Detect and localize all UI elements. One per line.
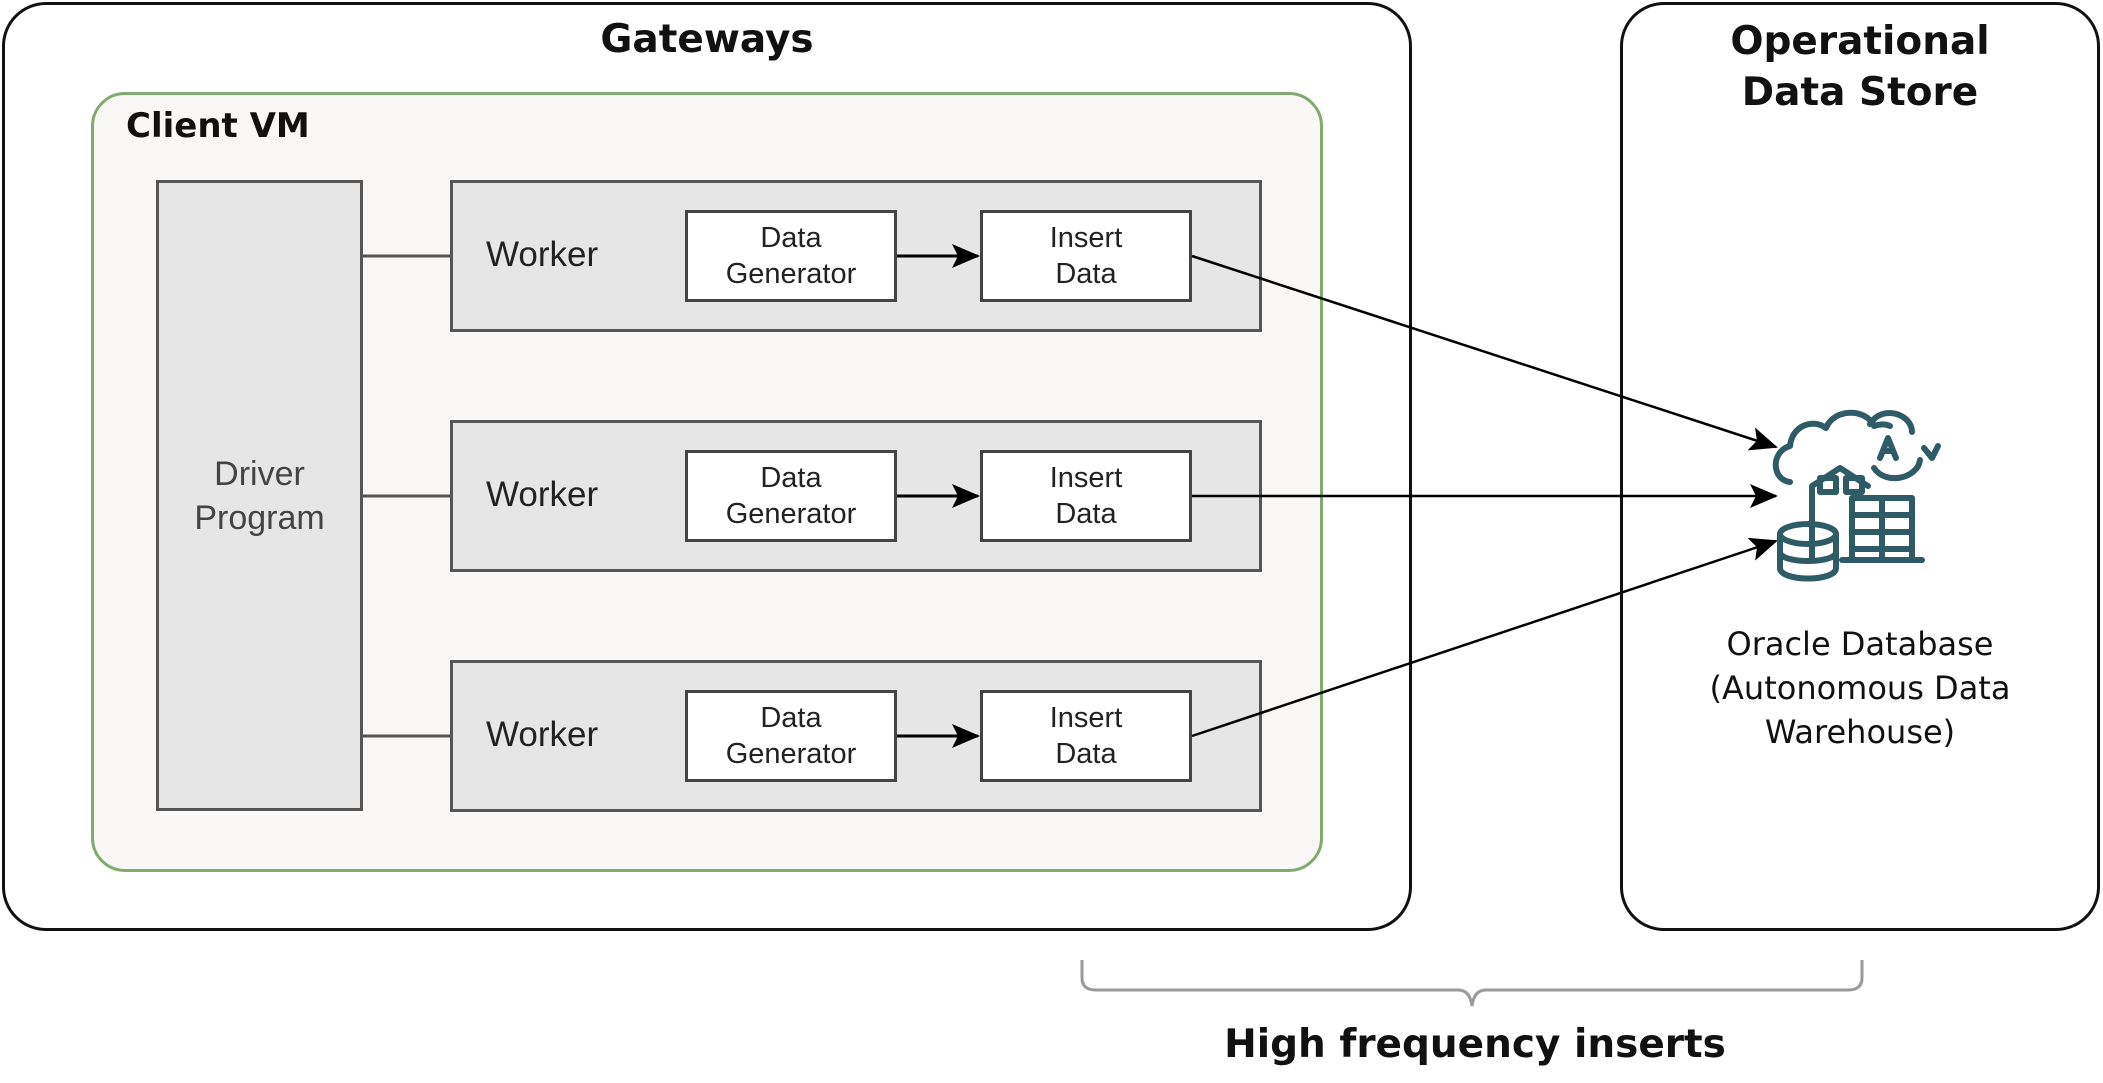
insert-to-database-arrow xyxy=(1191,537,1778,738)
data-generator-label: Data Generator xyxy=(725,222,857,290)
data-generator-label: Data Generator xyxy=(725,462,857,530)
gateways-title: Gateways xyxy=(600,17,814,62)
worker-label: Worker xyxy=(486,475,599,514)
operational-data-store-title: Operational Data Store xyxy=(1730,19,1990,115)
insert-data-box: Insert Data xyxy=(980,690,1192,782)
insert-to-database-arrow xyxy=(1191,254,1778,451)
data-generator-box: Data Generator xyxy=(685,690,897,782)
data-generator-label: Data Generator xyxy=(725,702,857,770)
data-generator-box: Data Generator xyxy=(685,450,897,542)
client-vm-title: Client VM xyxy=(126,106,310,146)
oracle-database-label: Oracle Database (Autonomous Data Warehou… xyxy=(1709,625,2011,751)
driver-program-box: Driver Program xyxy=(156,180,363,811)
inserts-brace xyxy=(1080,960,1864,1007)
worker-label: Worker xyxy=(486,715,599,754)
insert-data-label: Insert Data xyxy=(1049,462,1123,530)
insert-data-label: Insert Data xyxy=(1049,222,1123,290)
insert-data-box: Insert Data xyxy=(980,450,1192,542)
insert-data-label: Insert Data xyxy=(1049,702,1123,770)
operational-data-store-container xyxy=(1620,2,2100,931)
autonomous-database-icon xyxy=(1772,409,1941,582)
data-generator-box: Data Generator xyxy=(685,210,897,302)
driver-program-label: Driver Program xyxy=(194,454,325,537)
high-frequency-inserts-label: High frequency inserts xyxy=(1224,1022,1726,1067)
insert-data-box: Insert Data xyxy=(980,210,1192,302)
worker-label: Worker xyxy=(486,235,599,274)
